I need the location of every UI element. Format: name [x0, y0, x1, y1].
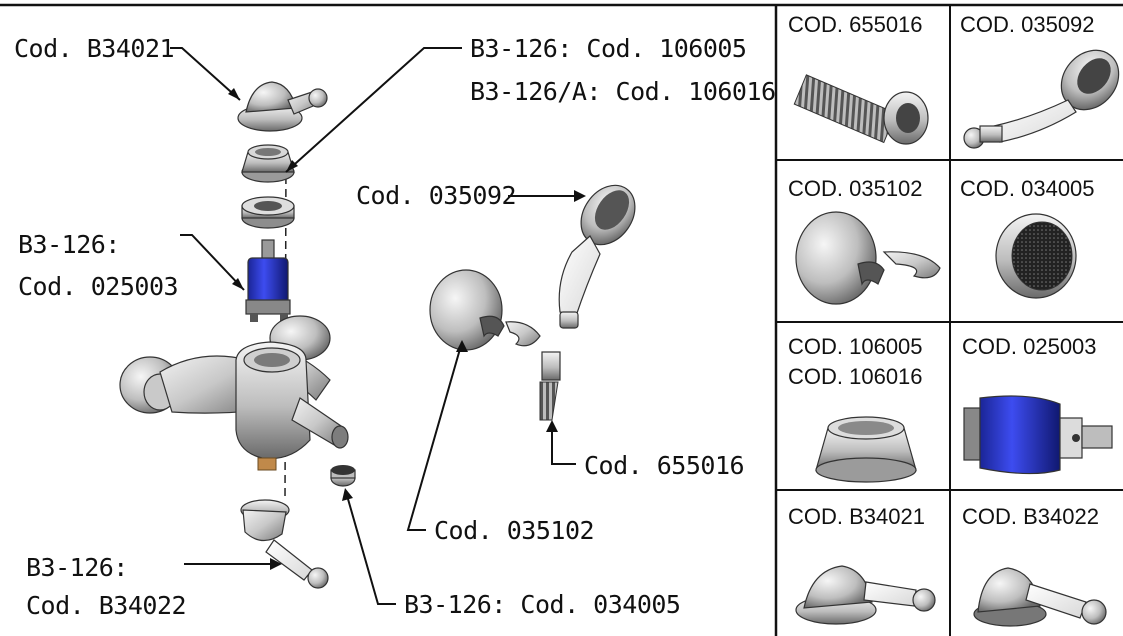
- svg-text:B3-126/A: Cod. 106016: B3-126/A: Cod. 106016: [470, 77, 776, 106]
- catalog-cell-label: COD. 034005: [960, 176, 1095, 201]
- svg-text:Cod. 655016: Cod. 655016: [584, 451, 744, 480]
- bottom-lever-handle-part: [240, 499, 329, 589]
- svg-text:Cod. B34022: Cod. B34022: [26, 591, 186, 620]
- cover-ring-icon: [815, 416, 917, 483]
- callout-holder: Cod. 035102: [406, 340, 595, 545]
- wall-holder-part: [429, 269, 541, 351]
- svg-text:B3-126:: B3-126:: [26, 553, 128, 582]
- callout-ring: B3-126: Cod. 106005 B3-126/A: Cod. 10601…: [285, 34, 776, 173]
- parts-catalog-grid: [776, 5, 1123, 636]
- callout-aerator: B3-126: Cod. 034005: [342, 488, 681, 619]
- svg-text:Cod. 035102: Cod. 035102: [434, 516, 594, 545]
- callout-handle-bottom: B3-126: Cod. B34022: [26, 553, 282, 620]
- svg-text:B3-126:: B3-126:: [18, 230, 120, 259]
- svg-text:Cod. 035092: Cod. 035092: [356, 181, 516, 210]
- svg-text:B3-126: Cod. 034005: B3-126: Cod. 034005: [404, 590, 680, 619]
- nut-part: [241, 196, 295, 229]
- svg-text:Cod. 025003: Cod. 025003: [18, 272, 178, 301]
- mixer-body-part: [119, 315, 349, 471]
- callout-handle-top: Cod. B34021: [14, 34, 241, 101]
- catalog-cell-label: COD. 655016: [788, 12, 923, 37]
- lever-handle-alt-icon: [973, 567, 1107, 627]
- hand-shower-part: [558, 184, 636, 329]
- frame: [0, 3, 1123, 636]
- catalog-cell-label: COD. 025003: [962, 334, 1097, 359]
- lever-handle-icon: [795, 565, 936, 625]
- top-lever-handle-part: [237, 81, 328, 132]
- catalog-cell-label: COD. 035102: [788, 176, 923, 201]
- catalog-labels: COD. 655016 COD. 035092 COD. 035102 COD.…: [788, 12, 1099, 529]
- hand-shower-icon: [963, 49, 1120, 149]
- catalog-cell-label-2: COD. 106016: [788, 364, 923, 389]
- aerator-part: [330, 465, 356, 487]
- cartridge-part: [245, 239, 291, 322]
- catalog-cell-label: COD. B34021: [788, 504, 925, 529]
- hose-part-icon: [793, 74, 929, 145]
- svg-text:B3-126: Cod. 106005: B3-126: Cod. 106005: [470, 34, 746, 63]
- cover-ring-part: [241, 144, 295, 183]
- cartridge-icon: [963, 395, 1113, 475]
- callout-hose: Cod. 655016: [546, 420, 745, 480]
- callout-shower-head: Cod. 035092: [356, 181, 586, 210]
- callout-cartridge: B3-126: Cod. 025003: [18, 230, 245, 301]
- hose-part: [539, 351, 561, 421]
- svg-text:Cod. B34021: Cod. B34021: [14, 34, 174, 63]
- wall-holder-icon: [795, 211, 941, 305]
- catalog-cell-label: COD. 035092: [960, 12, 1095, 37]
- catalog-cell-label: COD. 106005: [788, 334, 923, 359]
- catalog-cell-label: COD. B34022: [962, 504, 1099, 529]
- aerator-icon: [995, 213, 1077, 299]
